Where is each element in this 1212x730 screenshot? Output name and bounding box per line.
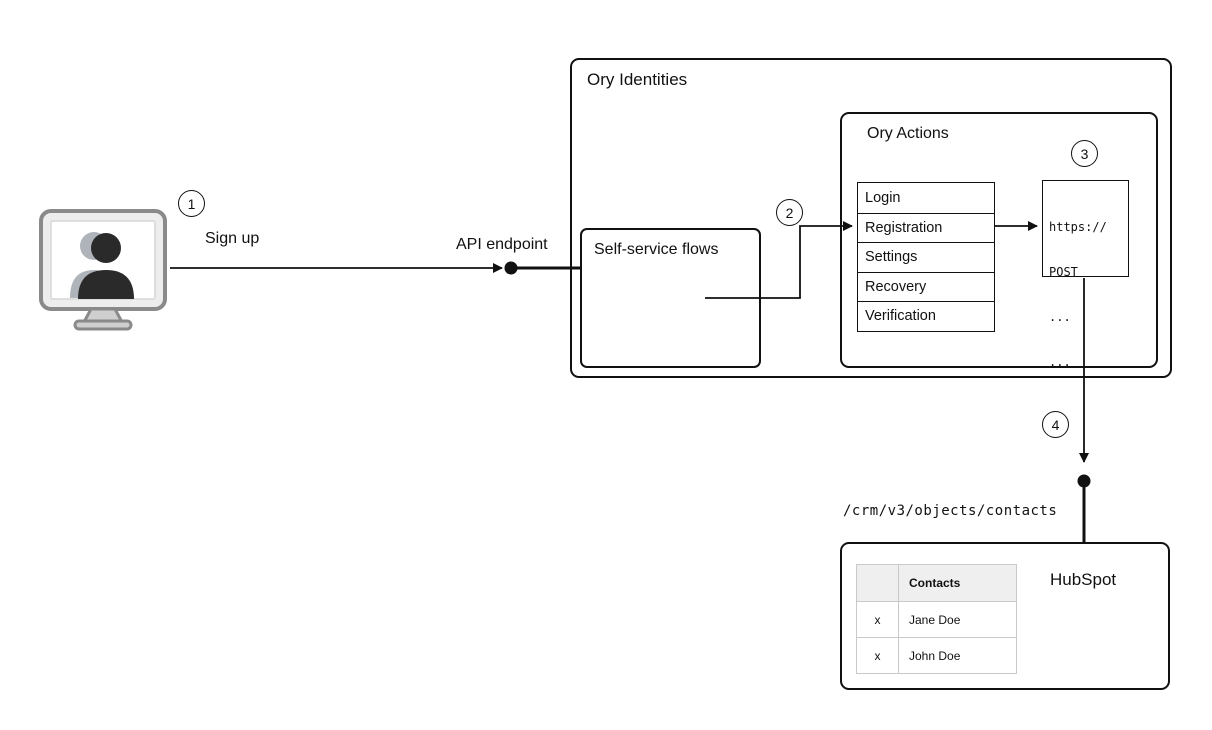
- contact-row-name: John Doe: [909, 648, 961, 663]
- flow-row-registration: Registration: [858, 212, 994, 242]
- api-endpoint-label: API endpoint: [456, 236, 548, 253]
- contact-row: x Jane Doe: [857, 601, 1016, 637]
- hubspot-endpoint-dot: [1077, 474, 1091, 488]
- step-4-number: 4: [1051, 416, 1060, 433]
- contact-row-name: Jane Doe: [909, 612, 961, 627]
- step-4-badge: 4: [1042, 411, 1069, 438]
- step-2-number: 2: [785, 204, 794, 221]
- contacts-header-row: Contacts: [857, 565, 1016, 601]
- step-3-badge: 3: [1071, 140, 1098, 167]
- api-endpoint-dot: [504, 261, 518, 275]
- step-3-number: 3: [1080, 145, 1089, 162]
- request-line: ...: [1049, 310, 1071, 324]
- contact-row-mark: x: [857, 638, 899, 673]
- request-line: POST: [1049, 265, 1078, 279]
- contacts-header-mark-cell: [857, 565, 899, 601]
- step-1-number: 1: [187, 195, 196, 212]
- ory-identities-box: Ory Identities Self-service flows Ory Ac…: [570, 58, 1172, 378]
- hubspot-title: HubSpot: [1050, 570, 1117, 589]
- step-2-badge: 2: [776, 199, 803, 226]
- request-line: ...: [1049, 355, 1071, 369]
- flow-table: Login Registration Settings Recovery Ver…: [857, 182, 995, 332]
- monitor-user-icon: [39, 209, 167, 331]
- ory-actions-title: Ory Actions: [867, 125, 949, 142]
- hubspot-box: HubSpot Contacts x Jane Doe x John Doe: [840, 542, 1170, 690]
- self-service-flows-box: Self-service flows: [580, 228, 761, 368]
- ory-identities-title: Ory Identities: [587, 70, 688, 89]
- crm-endpoint-path: /crm/v3/objects/contacts: [843, 503, 1058, 519]
- flow-row-settings: Settings: [858, 242, 994, 272]
- user-terminal: [38, 208, 168, 337]
- contacts-table: Contacts x Jane Doe x John Doe: [856, 564, 1017, 674]
- webhook-request-box: https:// POST ... ...: [1042, 180, 1129, 369]
- contacts-header-label: Contacts: [899, 565, 1016, 601]
- flow-row-recovery: Recovery: [858, 271, 994, 301]
- self-service-flows-title: Self-service flows: [594, 241, 719, 258]
- ory-actions-box: Ory Actions Login Registration Settings …: [840, 112, 1158, 369]
- request-line: https://: [1049, 220, 1107, 234]
- sign-up-label: Sign up: [205, 230, 260, 247]
- step-1-badge: 1: [178, 190, 205, 217]
- contact-row-mark: x: [857, 602, 899, 637]
- contact-row: x John Doe: [857, 637, 1016, 673]
- flow-row-login: Login: [858, 183, 994, 213]
- flow-row-verification: Verification: [858, 301, 994, 331]
